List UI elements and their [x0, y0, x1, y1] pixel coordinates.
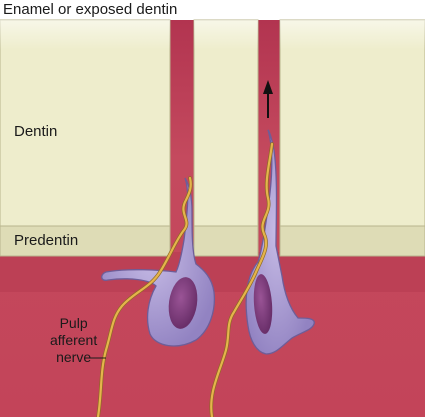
dentin-label: Dentin: [14, 123, 58, 140]
nerve-label-line-2: afferent: [50, 332, 98, 348]
nucleus: [168, 277, 198, 329]
predentin-label: Predentin: [14, 232, 79, 249]
nucleus: [253, 274, 273, 334]
pulp-afferent-nerves: [96, 142, 274, 417]
odontoblast-right: [245, 129, 315, 355]
dentin-blocks: [0, 19, 425, 227]
predentin-band: [0, 225, 425, 257]
odontoblast-left: [101, 177, 216, 347]
nerve-label-line-3: nerve: [56, 349, 92, 365]
fluid-flow-arrow-icon: [263, 80, 273, 118]
enamel-or-exposed-dentin-label: Enamel or exposed dentin: [3, 1, 178, 18]
nerve-label-line-1: Pulp: [59, 315, 88, 331]
pulp-afferent-nerve-label: Pulp afferent nerve: [50, 315, 97, 366]
